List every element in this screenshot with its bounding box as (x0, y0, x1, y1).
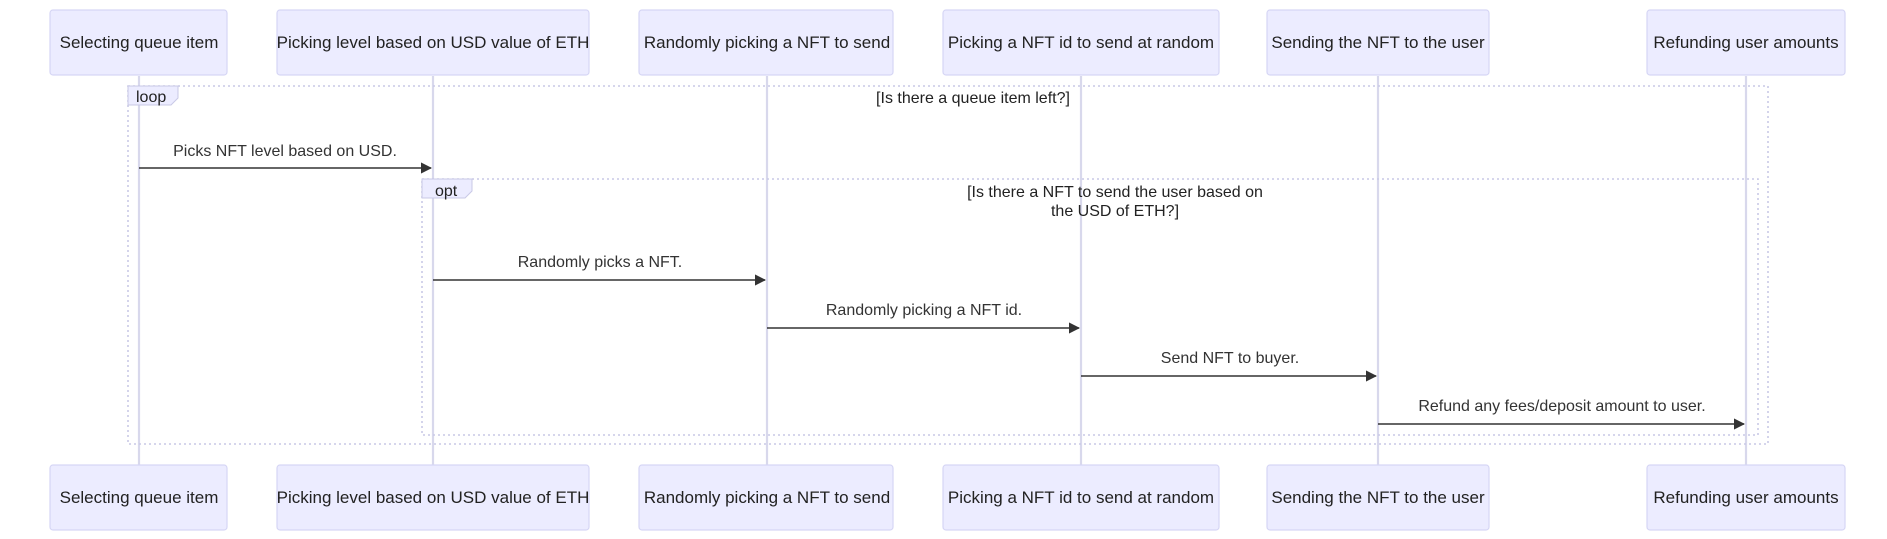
actor-label: Refunding user amounts (1653, 33, 1838, 52)
actor-box (942, 9, 1220, 76)
message-send-nft-to-buyer: Send NFT to buyer. (1081, 350, 1378, 382)
actor-box (1266, 464, 1490, 531)
actor-selecting-queue-item-bottom: Selecting queue item (49, 464, 228, 531)
actor-refunding-user-bottom: Refunding user amounts (1646, 464, 1846, 531)
message-randomly-picking-nft-id: Randomly picking a NFT id. (767, 302, 1081, 334)
actor-box (1646, 464, 1846, 531)
actor-label: Picking level based on USD value of ETH (277, 488, 590, 507)
actor-selecting-queue-item: Selecting queue item (49, 9, 228, 76)
actor-label: Randomly picking a NFT to send (644, 33, 890, 52)
loop-frame-border (127, 85, 1769, 445)
actor-randomly-picking-nft: Randomly picking a NFT to send (638, 9, 894, 76)
loop-keyword: loop (136, 89, 166, 106)
lifelines (137, 76, 1748, 465)
actor-box (276, 9, 590, 76)
actor-label: Picking a NFT id to send at random (948, 33, 1214, 52)
actor-box (49, 9, 228, 76)
actor-picking-nft-id: Picking a NFT id to send at random (942, 9, 1220, 76)
opt-frame-tab (421, 178, 473, 199)
actor-randomly-picking-nft-bottom: Randomly picking a NFT to send (638, 464, 894, 531)
actor-label: Refunding user amounts (1653, 488, 1838, 507)
actor-label: Randomly picking a NFT to send (644, 488, 890, 507)
actor-sending-nft-bottom: Sending the NFT to the user (1266, 464, 1490, 531)
actor-label: Selecting queue item (60, 33, 219, 52)
actor-picking-level-bottom: Picking level based on USD value of ETH (276, 464, 590, 531)
actor-box (638, 9, 894, 76)
message-label: Send NFT to buyer. (1161, 350, 1299, 367)
opt-frame-border (421, 178, 1759, 436)
actors-top: Selecting queue item Picking level based… (49, 9, 1846, 76)
actor-box (942, 464, 1220, 531)
opt-keyword: opt (435, 183, 458, 200)
opt-condition-line-2: the USD of ETH?] (1051, 203, 1179, 220)
message-label: Randomly picks a NFT. (518, 254, 683, 271)
message-label: Randomly picking a NFT id. (826, 302, 1022, 319)
actor-box (1646, 9, 1846, 76)
actor-box (276, 464, 590, 531)
loop-condition: [Is there a queue item left?] (876, 90, 1070, 107)
actor-label: Picking a NFT id to send at random (948, 488, 1214, 507)
actor-label: Sending the NFT to the user (1271, 33, 1485, 52)
message-label: Picks NFT level based on USD. (173, 143, 397, 160)
message-label: Refund any fees/deposit amount to user. (1418, 398, 1705, 415)
loop-frame: loop [Is there a queue item left?] (127, 85, 1769, 445)
actor-label: Selecting queue item (60, 488, 219, 507)
actor-box (638, 464, 894, 531)
actor-label: Picking level based on USD value of ETH (277, 33, 590, 52)
message-picks-nft-level: Picks NFT level based on USD. (139, 143, 433, 174)
opt-frame: opt [Is there a NFT to send the user bas… (421, 178, 1759, 436)
loop-frame-tab (127, 85, 179, 106)
actor-box (49, 464, 228, 531)
opt-condition-line-1: [Is there a NFT to send the user based o… (967, 184, 1263, 201)
actor-sending-nft: Sending the NFT to the user (1266, 9, 1490, 76)
message-randomly-picks-nft: Randomly picks a NFT. (433, 254, 767, 286)
actor-box (1266, 9, 1490, 76)
message-refund-fees: Refund any fees/deposit amount to user. (1378, 398, 1746, 430)
actor-picking-nft-id-bottom: Picking a NFT id to send at random (942, 464, 1220, 531)
actor-refunding-user: Refunding user amounts (1646, 9, 1846, 76)
messages: Picks NFT level based on USD. Randomly p… (139, 143, 1746, 430)
actors-bottom: Selecting queue item Picking level based… (49, 464, 1846, 531)
actor-label: Sending the NFT to the user (1271, 488, 1485, 507)
actor-picking-level: Picking level based on USD value of ETH (276, 9, 590, 76)
